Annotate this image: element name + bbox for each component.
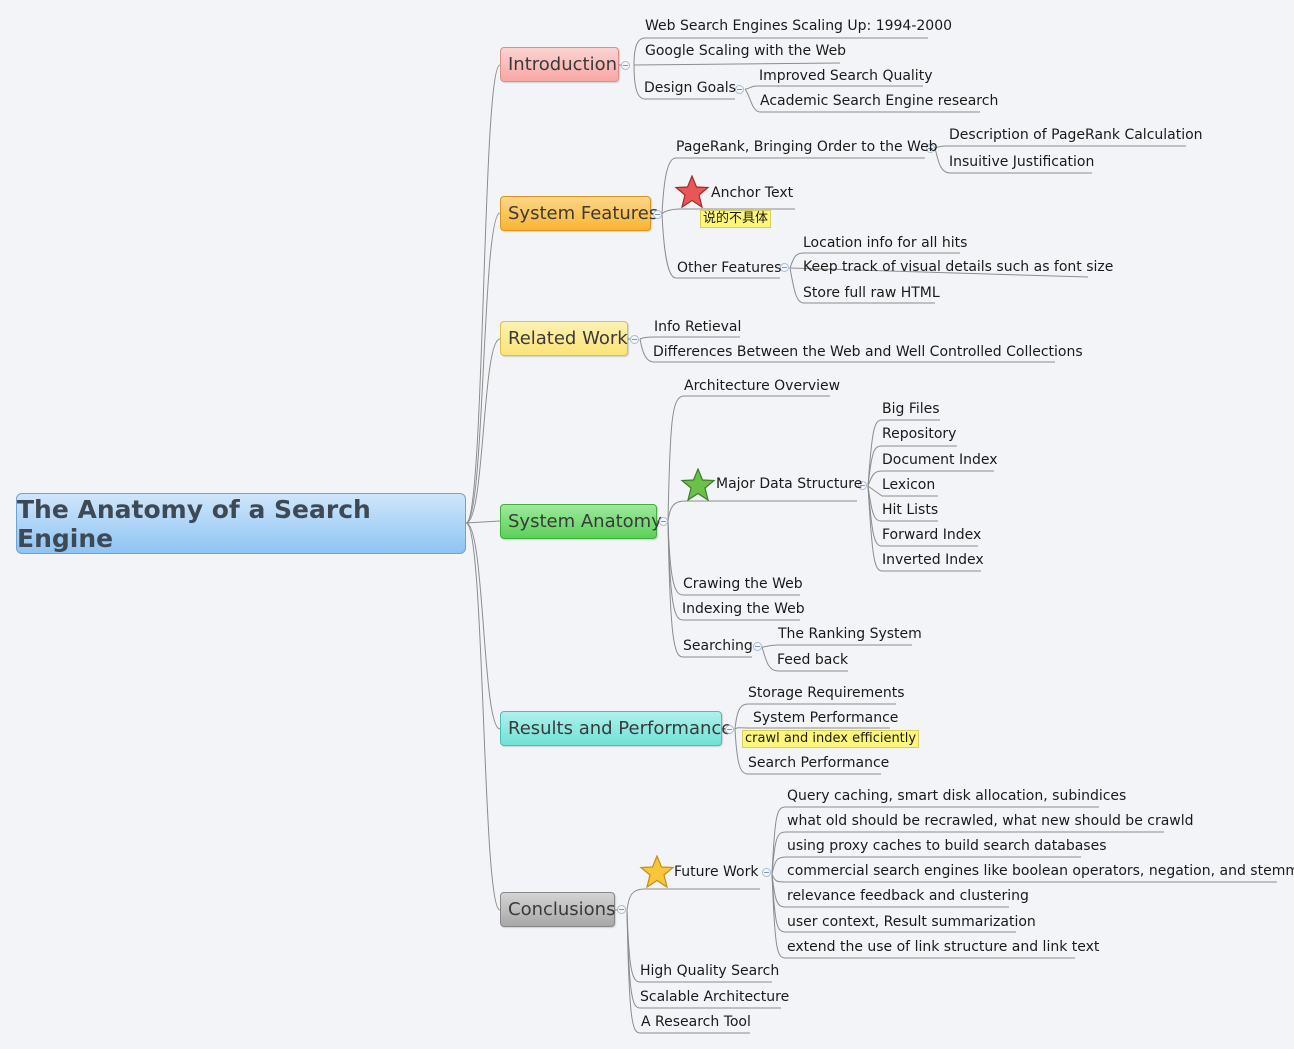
topic-crawing-the-web[interactable]: Crawing the Web [683, 576, 803, 592]
green-star-icon [680, 468, 716, 502]
branch-system-features[interactable]: System Features [500, 196, 658, 231]
collapse-icon[interactable] [621, 61, 630, 70]
topic-inverted-index[interactable]: Inverted Index [882, 552, 984, 568]
topic-raw-html[interactable]: Store full raw HTML [803, 285, 940, 301]
topic-info-retieval[interactable]: Info Retieval [654, 319, 742, 335]
collapse-icon[interactable] [762, 868, 771, 877]
red-star-icon [674, 175, 710, 209]
branch-system-anatomy[interactable]: System Anatomy [500, 504, 662, 539]
topic-high-quality-search[interactable]: High Quality Search [640, 963, 780, 979]
note-anchor-text: 说的不具体 [700, 210, 772, 228]
topic-future-item-7[interactable]: extend the use of link structure and lin… [787, 939, 1100, 955]
topic-improved-search-quality[interactable]: Improved Search Quality [759, 68, 933, 84]
collapse-icon[interactable] [725, 725, 734, 734]
topic-future-item-4[interactable]: commercial search engines like boolean o… [787, 863, 1294, 879]
topic-anchor-text[interactable]: Anchor Text [711, 185, 794, 201]
topic-major-data-structure[interactable]: Major Data Structure [716, 476, 863, 492]
topic-big-files[interactable]: Big Files [882, 401, 940, 417]
collapse-icon[interactable] [780, 263, 789, 272]
branch-results-and-performance[interactable]: Results and Performance [500, 711, 732, 746]
collapse-icon[interactable] [617, 905, 626, 914]
topic-insuitive-justification[interactable]: Insuitive Justification [949, 154, 1095, 170]
topic-scalable-architecture[interactable]: Scalable Architecture [640, 989, 790, 1005]
collapse-icon[interactable] [735, 85, 744, 94]
topic-ranking-system[interactable]: The Ranking System [778, 626, 922, 642]
topic-future-work[interactable]: Future Work [674, 864, 759, 880]
topic-location-info[interactable]: Location info for all hits [803, 235, 968, 251]
note-crawl-index: crawl and index efficiently [742, 730, 920, 748]
topic-design-goals[interactable]: Design Goals [644, 80, 736, 96]
topic-document-index[interactable]: Document Index [882, 452, 998, 468]
topic-other-features[interactable]: Other Features [677, 260, 782, 276]
topic-future-item-3[interactable]: using proxy caches to build search datab… [787, 838, 1107, 854]
topic-future-item-5[interactable]: relevance feedback and clustering [787, 888, 1029, 904]
branch-conclusions[interactable]: Conclusions [500, 892, 615, 927]
topic-pagerank[interactable]: PageRank, Bringing Order to the Web [676, 139, 938, 155]
topic-academic-research[interactable]: Academic Search Engine research [760, 93, 999, 109]
branch-introduction[interactable]: Introduction [500, 47, 619, 82]
yellow-star-icon [639, 855, 675, 889]
collapse-icon[interactable] [926, 144, 935, 153]
topic-future-item-6[interactable]: user context, Result summarization [787, 914, 1036, 930]
topic-search-performance[interactable]: Search Performance [748, 755, 890, 771]
topic-research-tool[interactable]: A Research Tool [641, 1014, 751, 1030]
collapse-icon[interactable] [753, 642, 762, 651]
topic-storage-requirements[interactable]: Storage Requirements [748, 685, 905, 701]
branch-related-work[interactable]: Related Work [500, 321, 628, 356]
topic-future-item-1[interactable]: Query caching, smart disk allocation, su… [787, 788, 1127, 804]
topic-architecture-overview[interactable]: Architecture Overview [684, 378, 841, 394]
topic-feed-back[interactable]: Feed back [777, 652, 849, 668]
topic-visual-details[interactable]: Keep track of visual details such as fon… [803, 259, 1114, 275]
topic-pagerank-description[interactable]: Description of PageRank Calculation [949, 127, 1203, 143]
topic-forward-index[interactable]: Forward Index [882, 527, 982, 543]
collapse-icon[interactable] [659, 517, 668, 526]
root-topic[interactable]: The Anatomy of a Search Engine [16, 493, 466, 554]
collapse-icon[interactable] [653, 210, 662, 219]
topic-google-scaling[interactable]: Google Scaling with the Web [645, 43, 847, 59]
topic-differences[interactable]: Differences Between the Web and Well Con… [653, 344, 1083, 360]
topic-system-performance[interactable]: System Performance [753, 710, 899, 726]
topic-repository[interactable]: Repository [882, 426, 957, 442]
topic-searching[interactable]: Searching [683, 638, 753, 654]
collapse-icon[interactable] [858, 481, 867, 490]
topic-lexicon[interactable]: Lexicon [882, 477, 936, 493]
topic-web-search-engines[interactable]: Web Search Engines Scaling Up: 1994-2000 [645, 18, 953, 34]
topic-indexing-the-web[interactable]: Indexing the Web [682, 601, 805, 617]
topic-future-item-2[interactable]: what old should be recrawled, what new s… [787, 813, 1194, 829]
collapse-icon[interactable] [630, 335, 639, 344]
topic-hit-lists[interactable]: Hit Lists [882, 502, 939, 518]
